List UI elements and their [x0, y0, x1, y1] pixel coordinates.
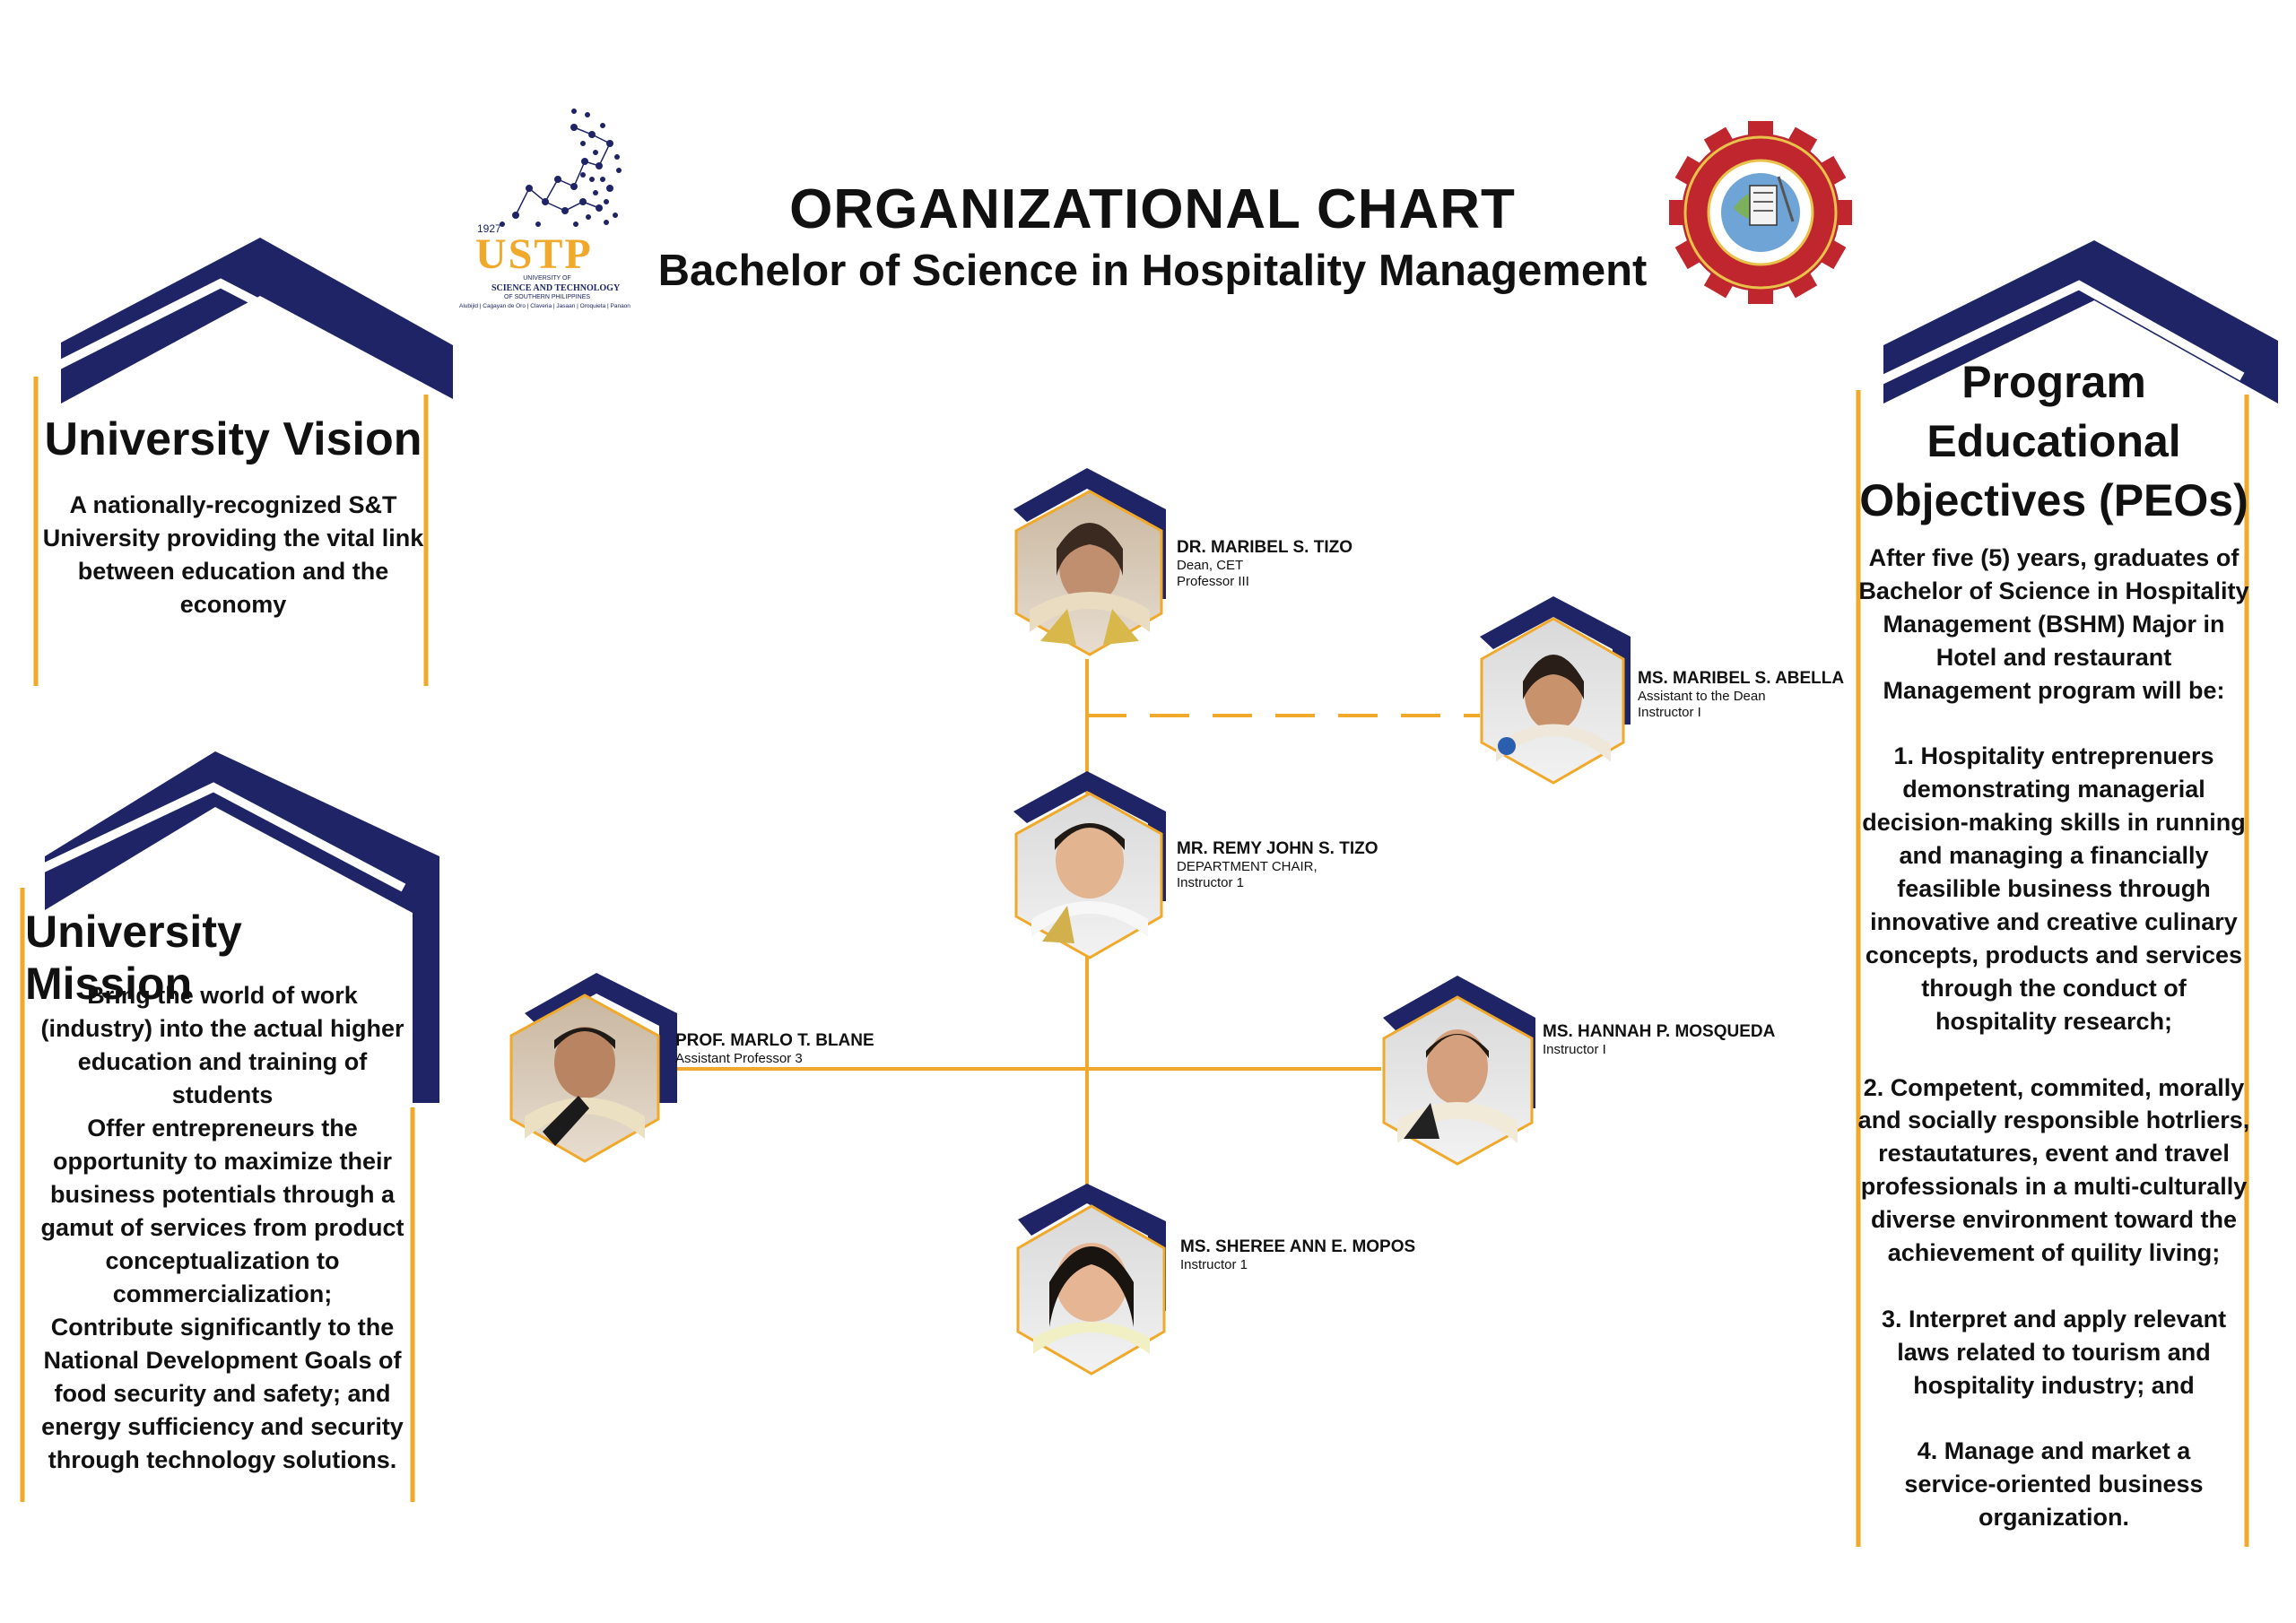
- person-name: MR. REMY JOHN S. TIZO: [1177, 839, 1378, 859]
- photo-frame-chair: [1013, 771, 1166, 958]
- person-name: MS. MARIBEL S. ABELLA: [1638, 669, 1844, 689]
- person-dean: DR. MARIBEL S. TIZO Dean, CET Professor …: [1177, 538, 1352, 590]
- vision-text: A nationally-recognized S&T University p…: [36, 489, 430, 621]
- page-subtitle: Bachelor of Science in Hospitality Manag…: [538, 246, 1767, 296]
- page-title: ORGANIZATIONAL CHART: [538, 178, 1767, 241]
- person-mopos: MS. SHEREE ANN E. MOPOS Instructor 1: [1180, 1237, 1415, 1273]
- person-blane: PROF. MARLO T. BLANE Assistant Professor…: [675, 1031, 874, 1067]
- vision-roof: [61, 238, 453, 404]
- photo-frame-assistant: [1480, 596, 1631, 783]
- person-chair: MR. REMY JOHN S. TIZO DEPARTMENT CHAIR, …: [1177, 839, 1378, 891]
- ustp-logo-line1: UNIVERSITY OF: [491, 275, 603, 282]
- person-rank: Instructor 1: [1177, 875, 1378, 891]
- mission-text: Bring the world of work (industry) into …: [25, 979, 420, 1477]
- person-assistant: MS. MARIBEL S. ABELLA Assistant to the D…: [1638, 669, 1844, 721]
- person-name: PROF. MARLO T. BLANE: [675, 1031, 874, 1051]
- ustp-logo-acronym: USTP: [475, 230, 593, 279]
- person-position: Instructor 1: [1180, 1257, 1415, 1273]
- person-name: MS. SHEREE ANN E. MOPOS: [1180, 1237, 1415, 1257]
- ustp-logo-campuses: Alubijid | Cagayan de Oro | Claveria | J…: [459, 303, 630, 309]
- peo-title: Program Educational Objectives (PEOs): [1857, 352, 2251, 530]
- person-name: MS. HANNAH P. MOSQUEDA: [1543, 1022, 1775, 1042]
- photo-frame-blane: [511, 973, 677, 1161]
- person-rank: Professor III: [1177, 574, 1352, 590]
- ustp-logo-line2: SCIENCE AND TECHNOLOGY: [491, 283, 603, 293]
- ustp-logo-line3: OF SOUTHERN PHILIPPINES: [491, 294, 603, 300]
- person-name: DR. MARIBEL S. TIZO: [1177, 538, 1352, 558]
- person-position: Assistant Professor 3: [675, 1051, 874, 1067]
- person-position: Dean, CET: [1177, 558, 1352, 574]
- photo-frame-mopos: [1018, 1184, 1166, 1374]
- photo-frame-mosqueda: [1383, 976, 1535, 1164]
- person-position: DEPARTMENT CHAIR,: [1177, 859, 1378, 875]
- vision-title: University Vision: [36, 412, 430, 466]
- photo-frame-dean: [1013, 468, 1166, 655]
- person-position: Assistant to the Dean: [1638, 689, 1844, 705]
- person-position: Instructor I: [1543, 1042, 1775, 1058]
- peo-text: After five (5) years, graduates of Bache…: [1857, 542, 2251, 1534]
- person-mosqueda: MS. HANNAH P. MOSQUEDA Instructor I: [1543, 1022, 1775, 1058]
- person-rank: Instructor I: [1638, 705, 1844, 721]
